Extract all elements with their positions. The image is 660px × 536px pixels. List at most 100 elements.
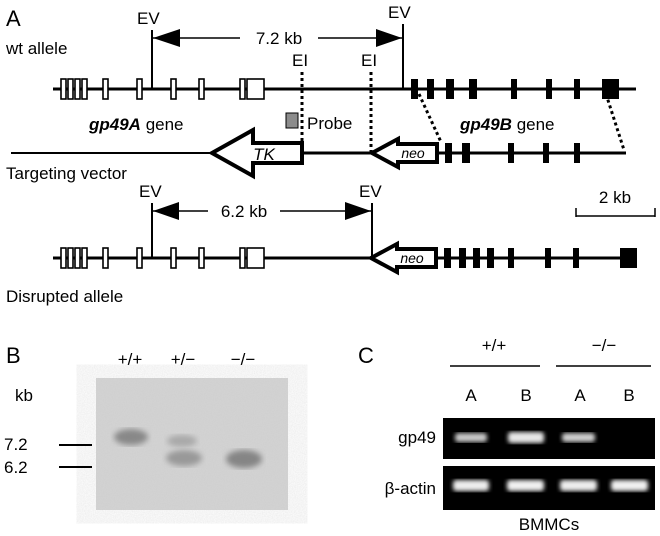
panel-b-label: B xyxy=(6,343,21,368)
lane-label-c-4: B xyxy=(623,386,634,405)
exon xyxy=(60,78,67,100)
gp49b-name: gp49B xyxy=(459,115,512,134)
band-actin-ko-a xyxy=(560,480,597,491)
exon xyxy=(508,248,514,268)
exon xyxy=(511,79,517,99)
scale-bar-label: 2 kb xyxy=(599,188,631,207)
gp49a-name: gp49A xyxy=(88,115,141,134)
row-label-gp49: gp49 xyxy=(398,428,436,447)
exon xyxy=(545,248,551,268)
band-het-7-2kb xyxy=(167,435,197,447)
panel-b-unit: kb xyxy=(15,386,33,405)
vector-gp49b-exons xyxy=(445,143,580,163)
gp49b-right-dotted-line xyxy=(604,93,626,151)
panel-a-label: A xyxy=(6,6,21,31)
wt-distance-arrowhead-left xyxy=(153,29,180,47)
exon xyxy=(81,78,88,100)
exon xyxy=(67,247,74,269)
exon xyxy=(81,247,88,269)
exon xyxy=(170,247,177,269)
band-ko-6-2kb xyxy=(226,450,262,468)
panel-c-label: C xyxy=(358,343,374,368)
lane-label-het: +/− xyxy=(171,350,196,369)
lane-label-ko: −/− xyxy=(231,350,256,369)
exon xyxy=(411,79,418,99)
lane-label-c-3: A xyxy=(574,386,586,405)
wt-distance-arrowhead-right xyxy=(376,29,402,47)
exon xyxy=(487,248,494,268)
exon xyxy=(620,248,637,268)
neo-cassette-arrow-disrupted xyxy=(366,240,438,276)
neo-cassette-arrow-vector xyxy=(367,135,439,171)
group-label-ko: −/− xyxy=(592,336,617,355)
exon xyxy=(198,78,205,100)
exon xyxy=(427,79,434,99)
exon xyxy=(102,247,109,269)
tk-label: TK xyxy=(253,145,275,164)
dis-ev-left-label: EV xyxy=(139,182,162,201)
exon xyxy=(473,248,480,268)
exon xyxy=(239,247,246,269)
southern-blot xyxy=(96,378,288,510)
neo-label-disrupted: neo xyxy=(400,250,424,266)
wt-ev-right-label: EV xyxy=(388,3,411,22)
exon xyxy=(574,143,580,163)
exon xyxy=(67,78,74,100)
exon xyxy=(573,248,579,268)
exon xyxy=(543,143,549,163)
band-het-6-2kb xyxy=(166,450,202,466)
exon xyxy=(508,143,514,163)
exon xyxy=(444,248,451,268)
band-wt-7-2kb xyxy=(114,429,148,445)
lane-label-wt: +/+ xyxy=(118,350,143,369)
gp49a-gene-label: gp49A gene xyxy=(88,115,184,134)
dis-gp49b-exons xyxy=(444,248,637,268)
band-actin-wt-a xyxy=(453,480,489,491)
exon xyxy=(446,79,454,99)
scale-bar: 2 kb xyxy=(575,188,656,217)
gp49b-suffix: gene xyxy=(512,115,555,134)
dis-distance-label: 6.2 kb xyxy=(221,202,267,221)
panel-c-footer: BMMCs xyxy=(519,515,579,534)
marker-6-2-label: 6.2 xyxy=(4,458,28,477)
exon xyxy=(170,78,177,100)
wt-ei-left-label: EI xyxy=(292,51,308,70)
dis-gp49a-exons xyxy=(60,247,265,269)
dis-distance-arrowhead-left xyxy=(153,202,179,220)
band-gp49-wt-b xyxy=(508,432,544,443)
targeting-vector: Targeting vector TK neo xyxy=(6,126,626,183)
dis-distance-arrowhead-right xyxy=(345,202,371,220)
band-actin-ko-b xyxy=(611,480,648,491)
exon xyxy=(459,248,466,268)
exon xyxy=(136,247,143,269)
gp49b-gene-label: gp49B gene xyxy=(459,115,555,134)
panel-b: B kb +/+ +/− −/− 7.2 6.2 xyxy=(4,343,288,510)
wt-allele: wt allele EV EV 7.2 kb EI EI xyxy=(5,3,636,100)
neo-label-vector: neo xyxy=(401,145,425,161)
exon xyxy=(74,78,81,100)
panel-c: C +/+ −/− A B A B gp49 β-actin BMMCs xyxy=(358,336,655,534)
exon xyxy=(445,143,452,163)
group-label-wt: +/+ xyxy=(482,336,507,355)
wt-allele-label: wt allele xyxy=(5,39,67,58)
lane-label-c-1: A xyxy=(465,386,477,405)
exon xyxy=(574,79,580,99)
wt-ev-left-label: EV xyxy=(137,9,160,28)
exon xyxy=(246,247,265,269)
gel-gp49 xyxy=(443,418,655,459)
lane-label-c-2: B xyxy=(520,386,531,405)
exon xyxy=(462,143,470,163)
gp49a-suffix: gene xyxy=(141,115,184,134)
exon xyxy=(136,78,143,100)
gp49b-left-dotted-line xyxy=(417,93,443,143)
exon xyxy=(239,78,246,100)
exon xyxy=(102,78,109,100)
band-gp49-ko-a xyxy=(562,433,595,442)
band-actin-wt-b xyxy=(507,480,544,491)
exon xyxy=(246,78,265,100)
wt-distance-label: 7.2 kb xyxy=(256,29,302,48)
panel-a: A wt allele EV EV 7.2 kb EI EI xyxy=(5,3,656,306)
exon xyxy=(546,79,552,99)
